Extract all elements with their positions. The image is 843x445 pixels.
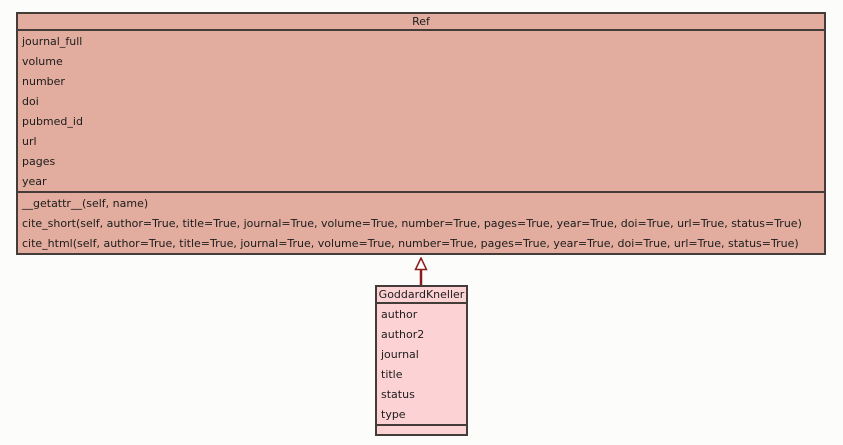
methods-compartment-empty [377,426,466,434]
class-attribute: journal_full [22,34,83,48]
inheritance-arrow-icon [414,257,428,285]
class-attribute: type [381,407,406,421]
methods-compartment: __getattr__(self, name) cite_short(self,… [18,193,824,253]
class-attribute: year [22,174,47,188]
class-name: Ref [18,14,824,31]
class-attribute: number [22,74,65,88]
class-attribute: title [381,367,403,381]
class-attribute: pubmed_id [22,114,83,128]
class-method: cite_short(self, author=True, title=True… [22,216,802,230]
class-node-ref: Ref journal_full volume number doi pubme… [16,12,826,255]
class-attribute: pages [22,154,56,168]
class-attribute: journal [381,347,419,361]
attributes-compartment: author author2 journal title status type [377,304,466,426]
class-attribute: volume [22,54,63,68]
attributes-compartment: journal_full volume number doi pubmed_id… [18,31,824,193]
class-attribute: url [22,134,37,148]
class-method: cite_html(self, author=True, title=True,… [22,236,799,250]
class-attribute: doi [22,94,39,108]
class-name: GoddardKneller [377,287,466,304]
class-attribute: status [381,387,415,401]
class-attribute: author [381,307,418,321]
class-method: __getattr__(self, name) [22,196,149,210]
class-attribute: author2 [381,327,425,341]
class-node-goddardkneller: GoddardKneller author author2 journal ti… [375,285,468,436]
